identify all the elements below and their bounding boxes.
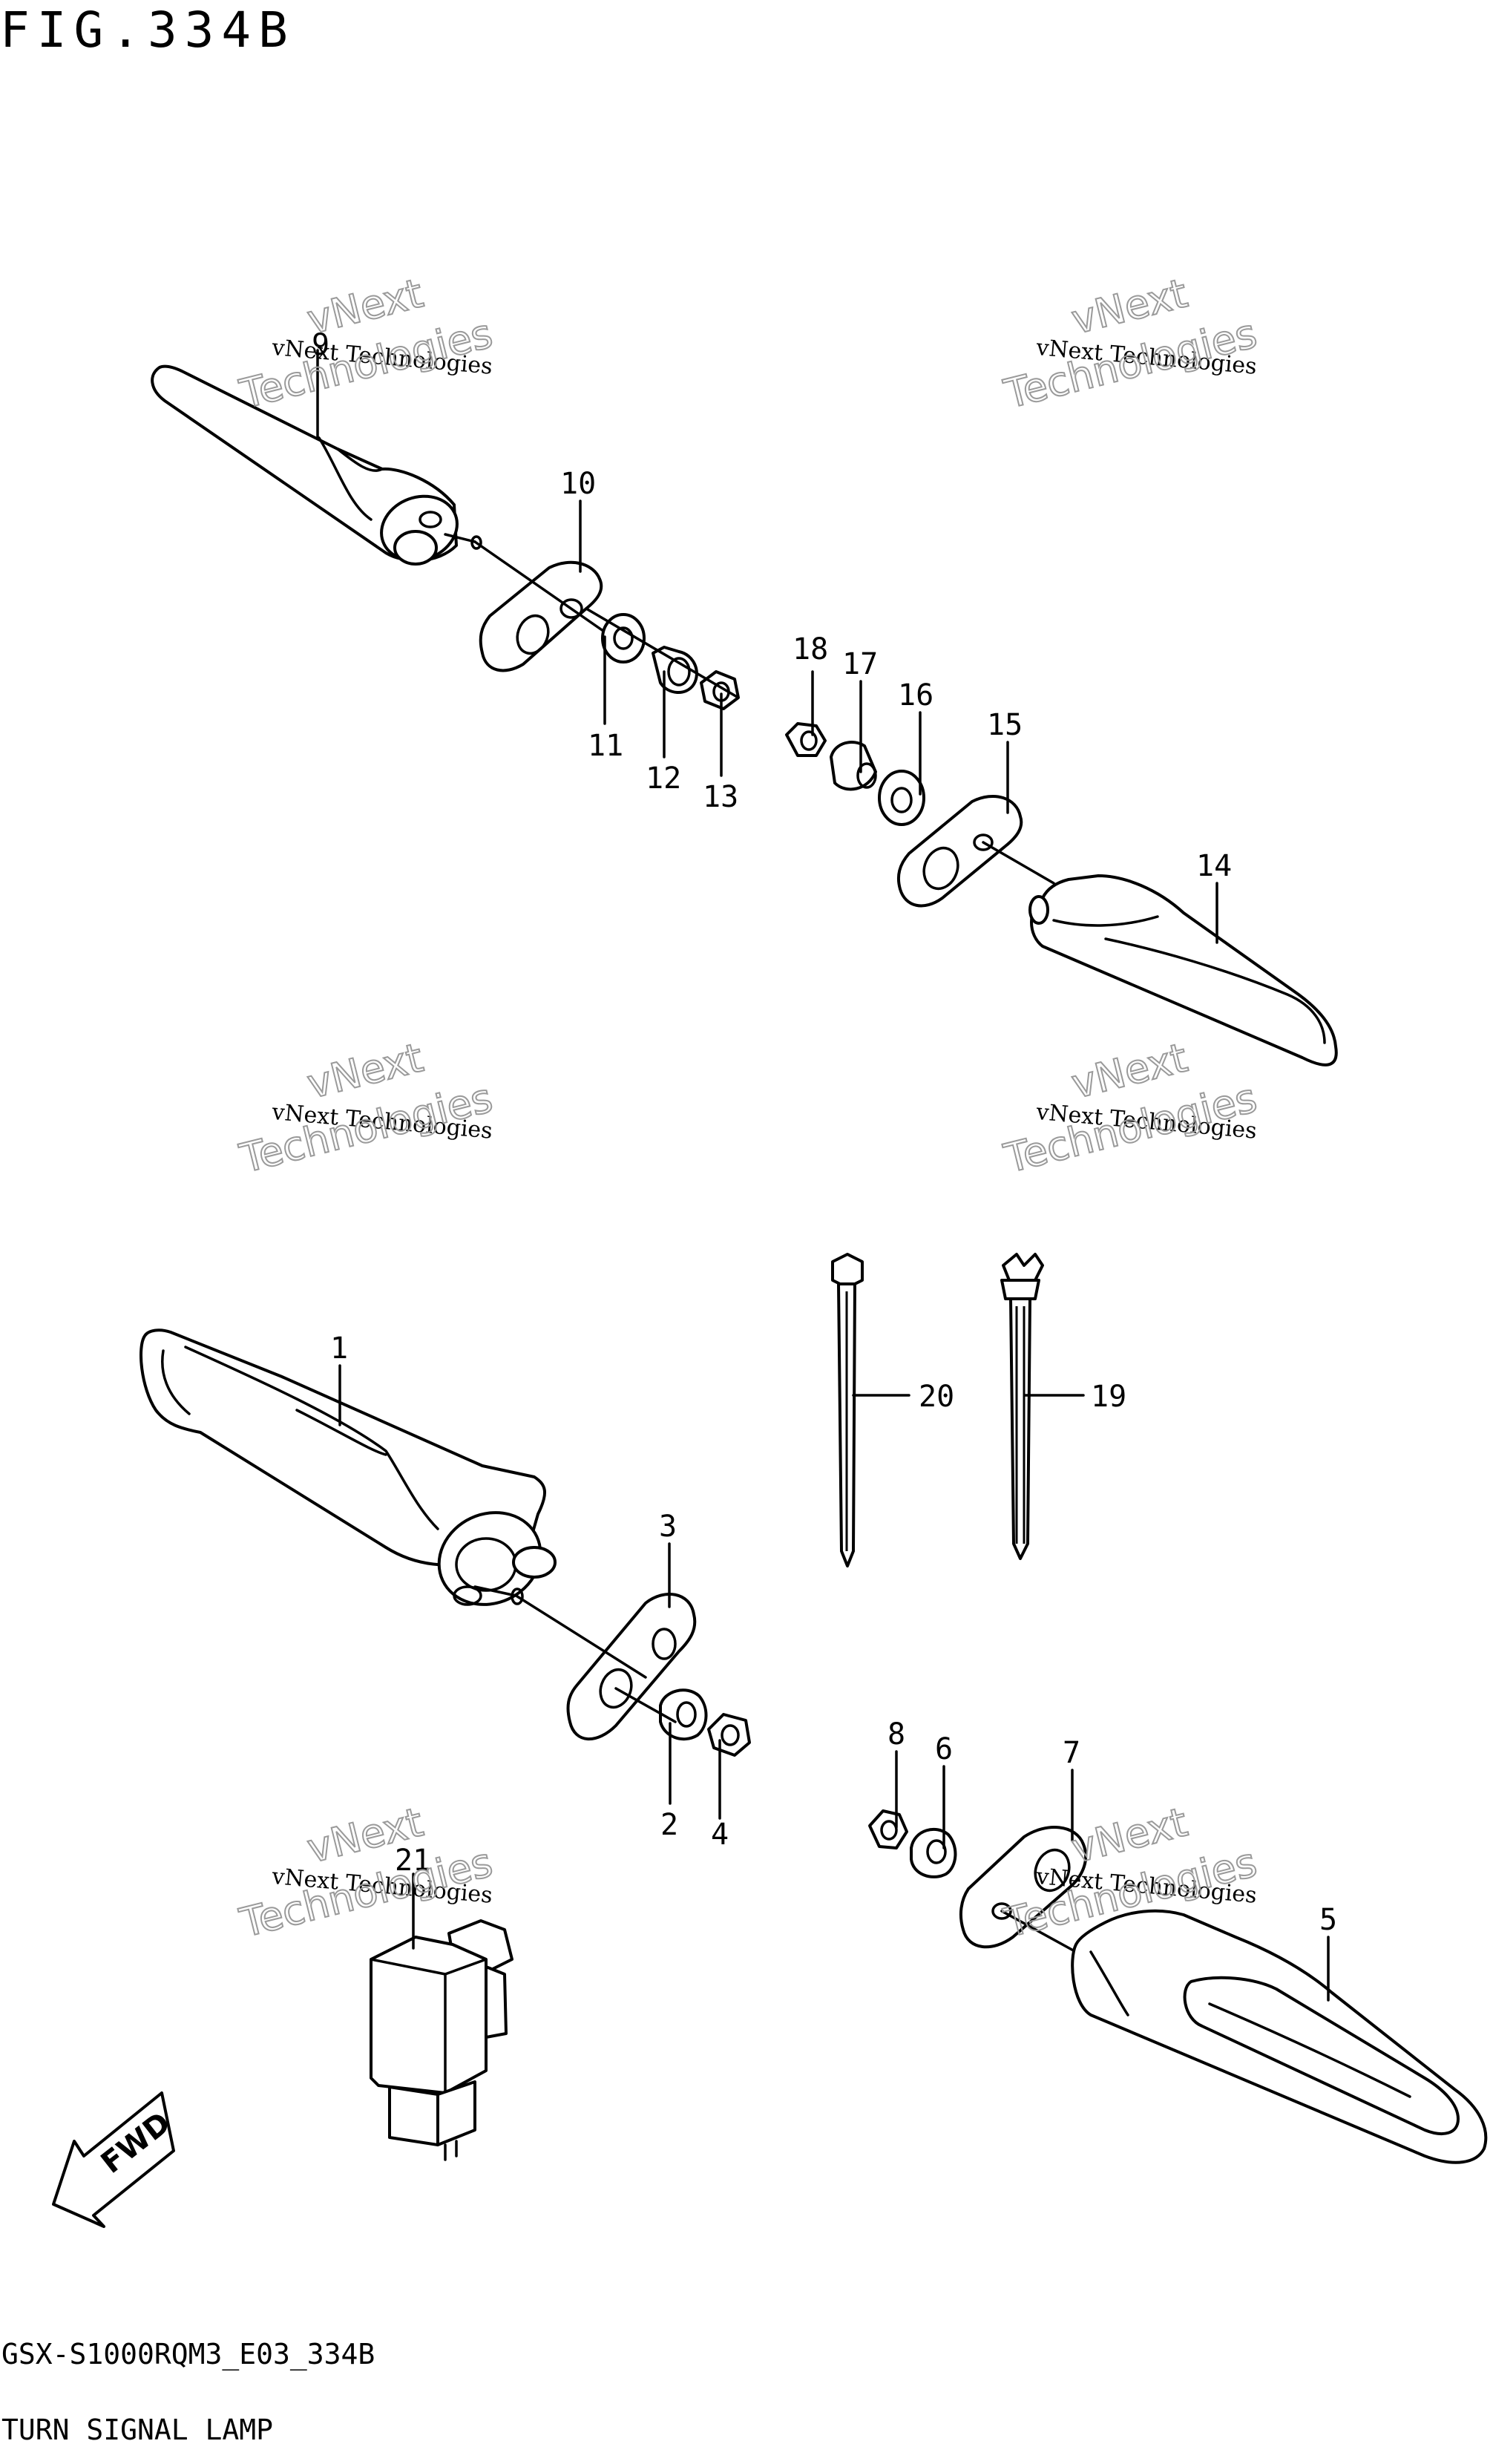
callout-9: 9 [312,328,329,362]
watermark-5: vNext Technologies vNext Technologies [234,1798,498,1947]
part-17-grommet [830,741,877,791]
watermark-4: vNext Technologies vNext Technologies [999,1033,1262,1183]
part-8-nut [868,1809,908,1849]
part-19-cable-tie [1000,1253,1044,1560]
section-title: TURN SIGNAL LAMP [1,2414,274,2446]
part-20-cable-tie [831,1253,864,1567]
callout-1: 1 [330,1331,348,1366]
figure-title: FIG.334B [0,1,295,59]
callout-12: 12 [646,761,681,796]
callout-7: 7 [1063,1736,1080,1770]
callout-6: 6 [935,1732,953,1766]
part-18-nut [785,722,827,757]
callout-16: 16 [898,678,933,712]
callout-17: 17 [842,647,878,681]
callout-5: 5 [1319,1903,1337,1937]
part-12-grommet [652,646,698,694]
callout-11: 11 [588,729,623,763]
part-1-turn-signal-front-left [140,1328,557,1606]
fwd-arrow-badge: FWD [52,2091,177,2228]
part-11-washer [601,613,646,663]
part-21-turn-signal-relay [370,1919,513,2161]
watermark-2: vNext Technologies vNext Technologies [999,269,1262,419]
watermark-1: vNext Technologies vNext Technologies [234,269,498,419]
model-code: GSX-S1000RQM3_E03_334B [1,2338,375,2370]
part-7-mount-plate [959,1826,1088,1949]
part-9-turn-signal-rear-left [151,364,482,566]
part-3-mount-plate [566,1593,697,1741]
callout-14: 14 [1196,849,1232,883]
part-13-nut [700,670,740,710]
callout-4: 4 [711,1818,729,1852]
part-5-turn-signal-front-right [1071,1909,1488,2164]
callout-10: 10 [560,467,596,501]
callout-2: 2 [660,1808,678,1842]
watermark-3: vNext Technologies vNext Technologies [234,1033,498,1183]
callout-3: 3 [659,1510,677,1544]
part-14-turn-signal-rear-right [1028,874,1338,1066]
part-4-nut [707,1713,751,1757]
part-6-grommet [910,1827,957,1878]
callout-21: 21 [395,1844,430,1878]
leader-lines [316,349,1330,2002]
part-2-grommet [659,1688,708,1741]
callout-8: 8 [887,1717,905,1752]
callout-20: 20 [919,1380,954,1414]
callout-18: 18 [793,632,828,666]
callouts: 9 10 11 12 13 18 17 16 15 14 1 3 20 19 2… [312,328,1337,1937]
part-16-washer [878,770,925,826]
callout-13: 13 [703,780,738,814]
callout-15: 15 [987,708,1023,742]
callout-19: 19 [1091,1380,1126,1414]
